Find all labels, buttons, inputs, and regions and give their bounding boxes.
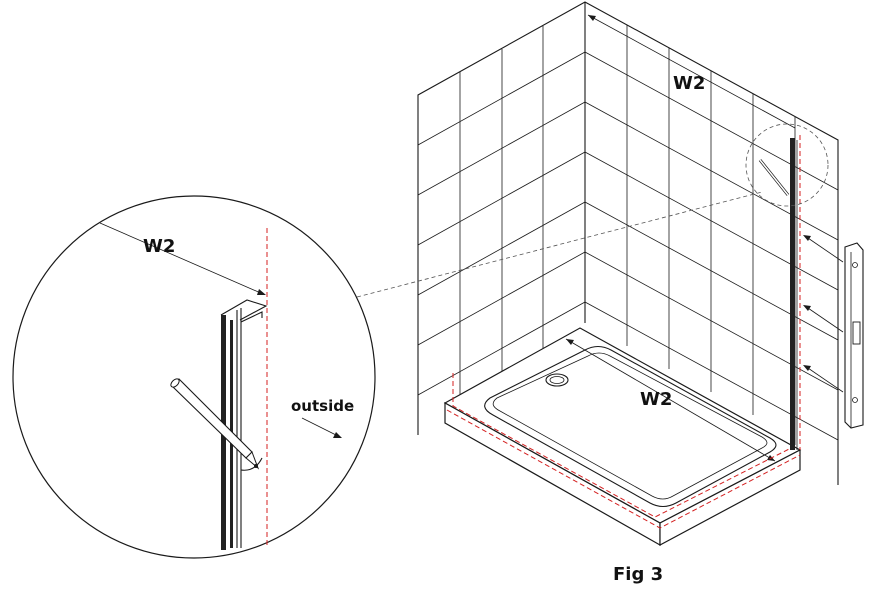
wall-width-arrowhead bbox=[588, 15, 596, 21]
detail-width-label: W2 bbox=[143, 236, 175, 257]
shower-tray bbox=[445, 328, 800, 545]
figure-caption: Fig 3 bbox=[613, 564, 663, 585]
tray-width-label: W2 bbox=[640, 389, 672, 410]
wall-width-label: W2 bbox=[673, 73, 705, 94]
detail-circle bbox=[13, 196, 375, 558]
outside-label: outside bbox=[291, 397, 354, 415]
wall-width-arrow bbox=[588, 15, 795, 128]
spirit-level bbox=[803, 235, 863, 428]
left-wall-columns bbox=[460, 26, 543, 412]
callout-source bbox=[357, 124, 828, 297]
wall-profile bbox=[790, 135, 800, 450]
